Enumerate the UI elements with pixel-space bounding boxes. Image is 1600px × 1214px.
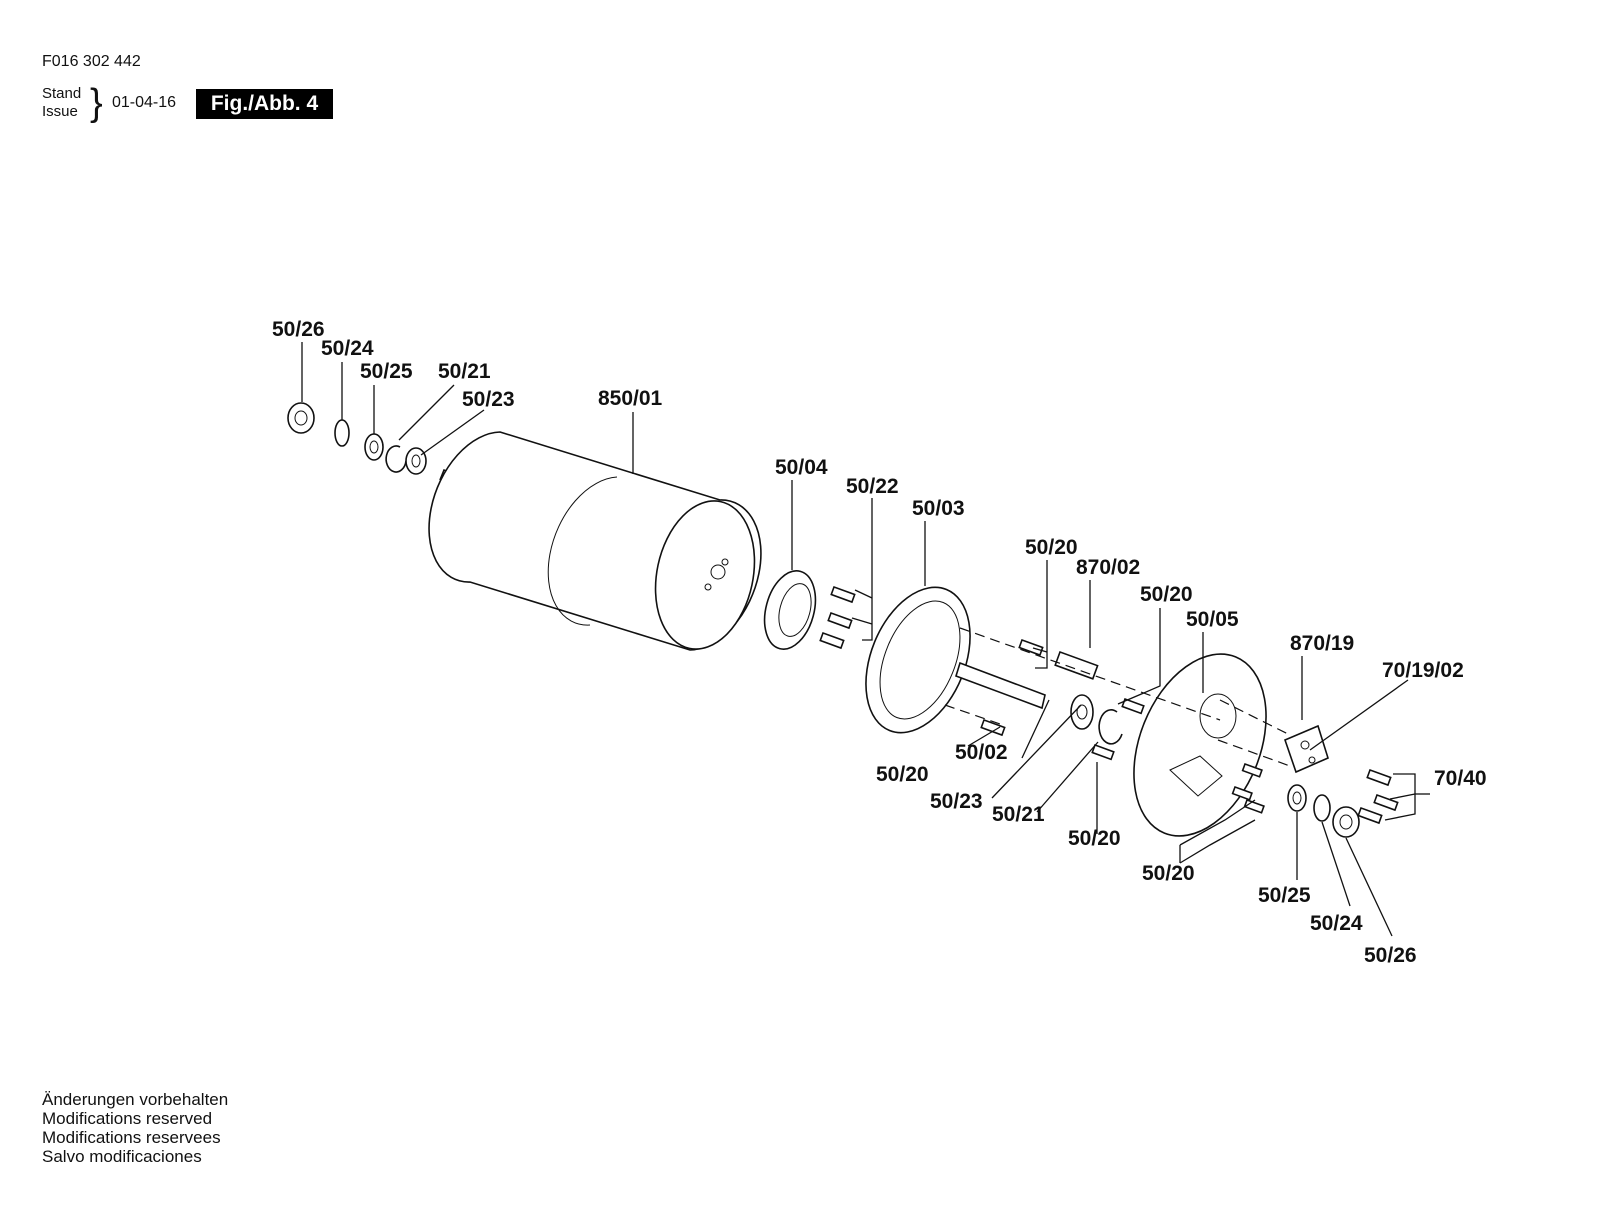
part-number: F016 302 442 xyxy=(42,53,141,70)
callout-50-20-e: 50/20 xyxy=(1142,862,1195,885)
motor-850-01 xyxy=(428,431,762,651)
ring-gear-50-03 xyxy=(865,586,971,734)
callout-50-23-left: 50/23 xyxy=(462,388,515,411)
callout-50-20-b: 50/20 xyxy=(1140,583,1193,606)
callout-850-01: 850/01 xyxy=(598,387,663,410)
callout-50-23-right: 50/23 xyxy=(930,790,983,813)
callout-870-02: 870/02 xyxy=(1076,556,1140,579)
callout-50-02: 50/02 xyxy=(955,741,1008,764)
callout-50-24-left: 50/24 xyxy=(321,337,374,360)
notice-line-de: Änderungen vorbehalten xyxy=(42,1090,229,1109)
assembly-axes xyxy=(944,627,1291,767)
fan-50-04 xyxy=(763,570,817,650)
notice-line-es: Salvo modificaciones xyxy=(42,1147,202,1166)
figure-badge: Fig./Abb. 4 xyxy=(196,89,333,119)
callout-labels: 50/26 50/24 50/25 50/21 50/23 850/01 50/… xyxy=(272,318,1487,967)
callout-870-19: 870/19 xyxy=(1290,632,1354,655)
callout-50-26-left: 50/26 xyxy=(272,318,325,341)
brace-glyph: } xyxy=(90,82,103,124)
callout-50-25-right: 50/25 xyxy=(1258,884,1311,907)
modifications-notice: Änderungen vorbehalten Modifications res… xyxy=(42,1090,228,1166)
notice-line-fr: Modifications reservees xyxy=(42,1128,221,1147)
callout-50-20-c: 50/20 xyxy=(876,763,929,786)
screws-70-40 xyxy=(1357,768,1399,825)
right-hardware xyxy=(1287,784,1360,838)
callout-50-20-d: 50/20 xyxy=(1068,827,1121,850)
callout-70-40: 70/40 xyxy=(1434,767,1487,790)
bracket-870-19 xyxy=(1284,724,1329,774)
callout-50-24-right: 50/24 xyxy=(1310,912,1363,935)
issue-date: 01-04-16 xyxy=(112,94,177,111)
callout-50-22: 50/22 xyxy=(846,475,899,498)
notice-line-en: Modifications reserved xyxy=(42,1109,213,1128)
callout-50-04: 50/04 xyxy=(775,456,828,479)
screws-50-22 xyxy=(819,585,856,650)
callout-50-03: 50/03 xyxy=(912,497,965,520)
callout-50-05: 50/05 xyxy=(1186,608,1239,631)
callout-50-20-a: 50/20 xyxy=(1025,536,1078,559)
leader-lines xyxy=(301,342,1430,937)
callout-50-25-left: 50/25 xyxy=(360,360,413,383)
callout-70-19-02: 70/19/02 xyxy=(1382,659,1464,682)
callout-50-21-left: 50/21 xyxy=(438,360,491,383)
stand-label: Stand xyxy=(42,85,82,102)
callout-50-26-right: 50/26 xyxy=(1364,944,1417,967)
left-hardware xyxy=(287,402,427,475)
stand-issue-labels: Stand Issue xyxy=(42,85,81,121)
end-plate-50-05 xyxy=(1133,653,1267,837)
callout-50-21-right: 50/21 xyxy=(992,803,1045,826)
issue-label: Issue xyxy=(42,103,78,120)
